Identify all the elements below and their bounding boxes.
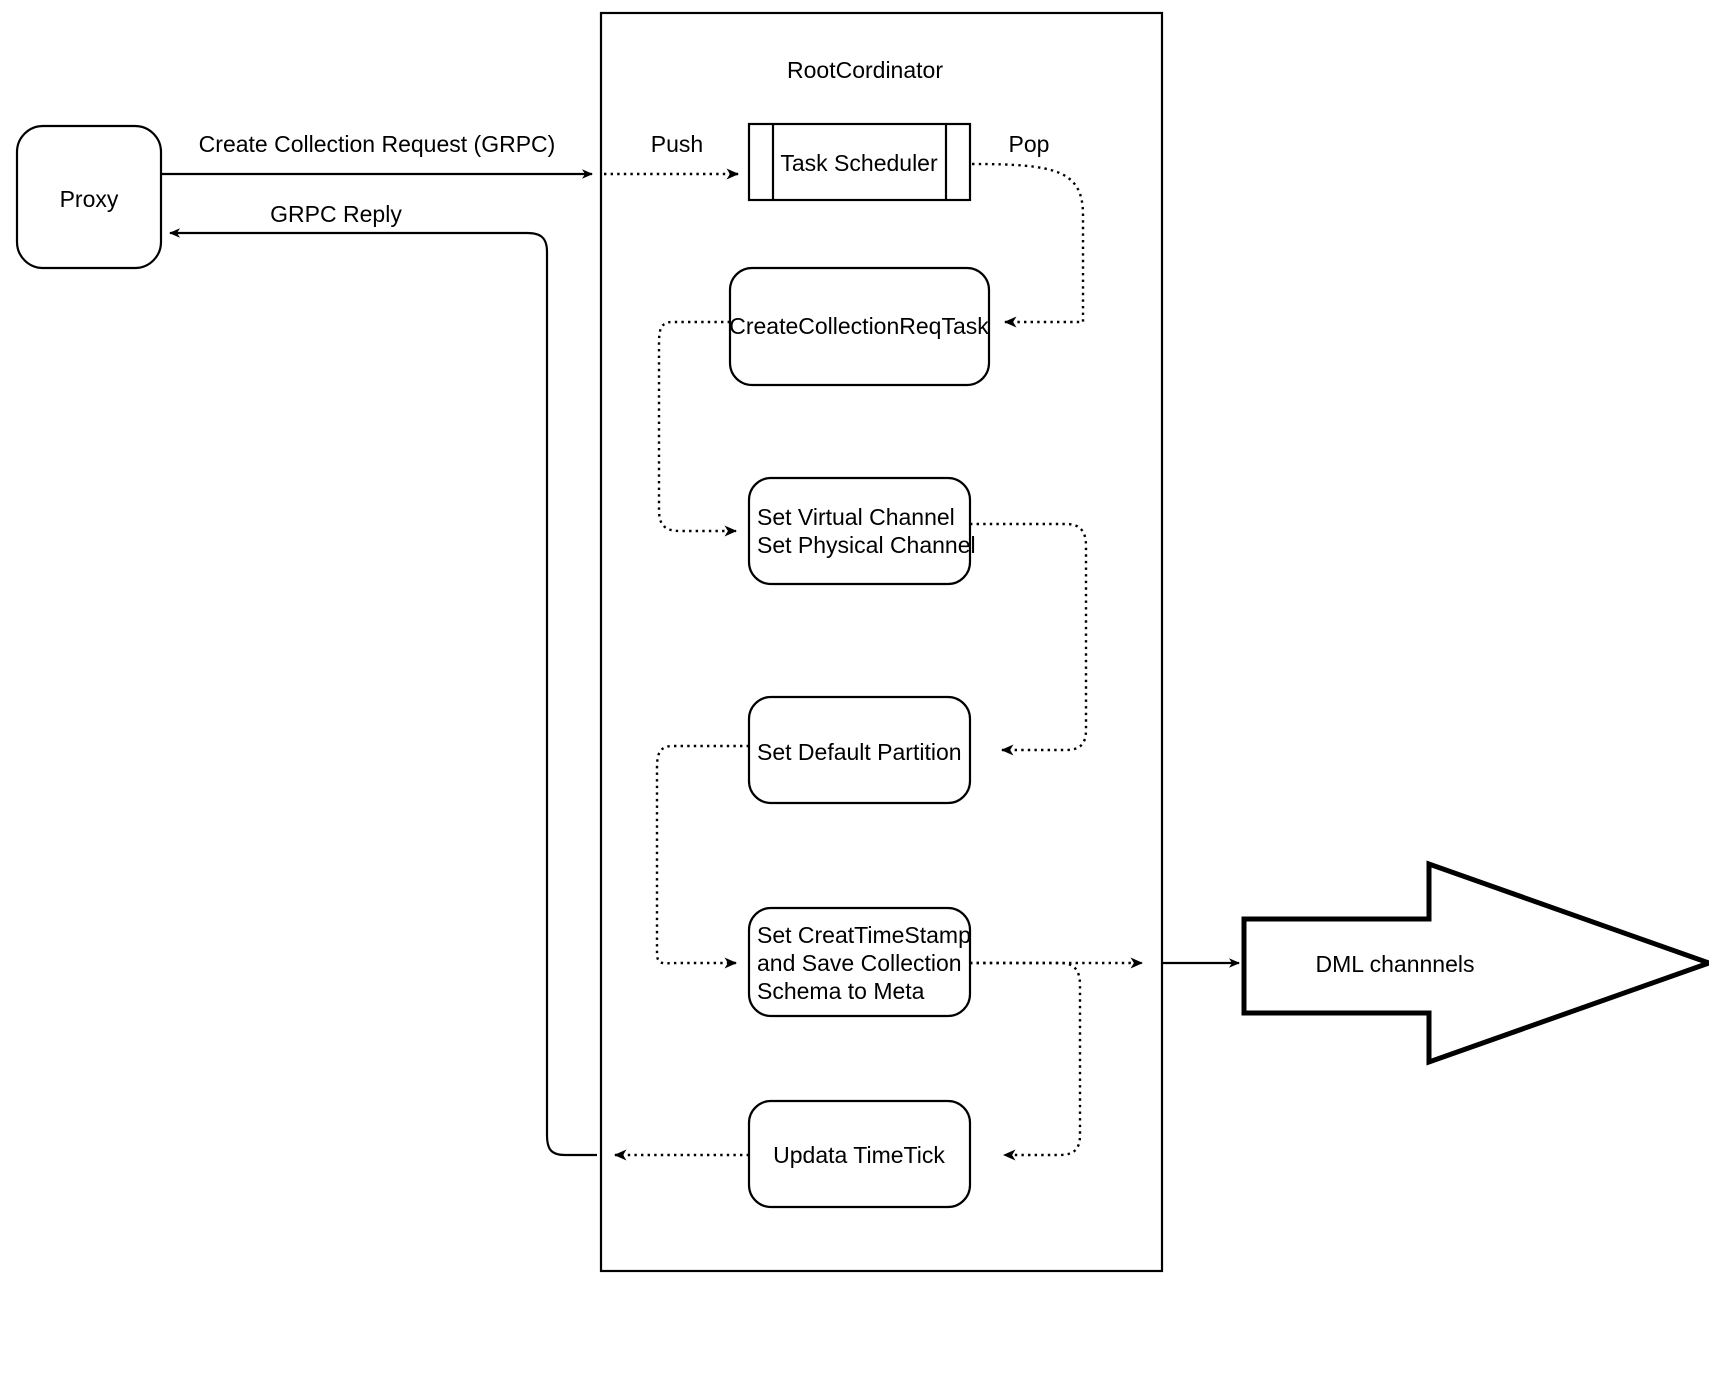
edge-grpc-reply [169,228,597,1157]
node-create-collection-req-task-label: CreateCollectionReqTask [729,313,989,339]
edge-pop [971,162,1085,328]
edge-label-pop: Pop [1009,131,1050,157]
edge-label-create-collection-request: Create Collection Request (GRPC) [199,131,556,157]
node-set-channels-line1: Set Virtual Channel [757,504,955,530]
dml-channels-block-arrow[interactable] [1241,860,1709,1066]
node-set-default-partition[interactable] [747,695,972,805]
node-dml-channels-label: DML channnels [1316,951,1475,977]
edge-task-to-set-channels [657,320,737,537]
node-proxy[interactable] [15,124,163,270]
node-update-timetick-label: Updata TimeTick [773,1142,945,1168]
rootcordinator-label: RootCordinator [787,57,943,83]
node-set-channels[interactable] [747,476,972,586]
edge-default-partition-to-timestamp [655,744,749,969]
rootcordinator-container [599,11,1164,1273]
edge-timestamp-to-timetick [970,961,1082,1161]
edge-label-grpc-reply: GRPC Reply [270,201,402,227]
node-task-scheduler[interactable] [747,122,972,202]
node-set-timestamp-line3: Schema to Meta [757,978,925,1004]
node-set-channels-line2: Set Physical Channel [757,532,976,558]
node-set-timestamp-line1: Set CreatTimeStamp [757,922,971,948]
node-set-default-partition-label: Set Default Partition [757,739,962,765]
node-task-scheduler-label: Task Scheduler [780,150,938,176]
node-proxy-label: Proxy [60,186,119,212]
edge-set-channels-to-default-partition [970,522,1088,756]
node-set-timestamp-line2: and Save Collection [757,950,962,976]
node-create-collection-req-task[interactable] [728,266,991,387]
edge-label-push: Push [651,131,703,157]
